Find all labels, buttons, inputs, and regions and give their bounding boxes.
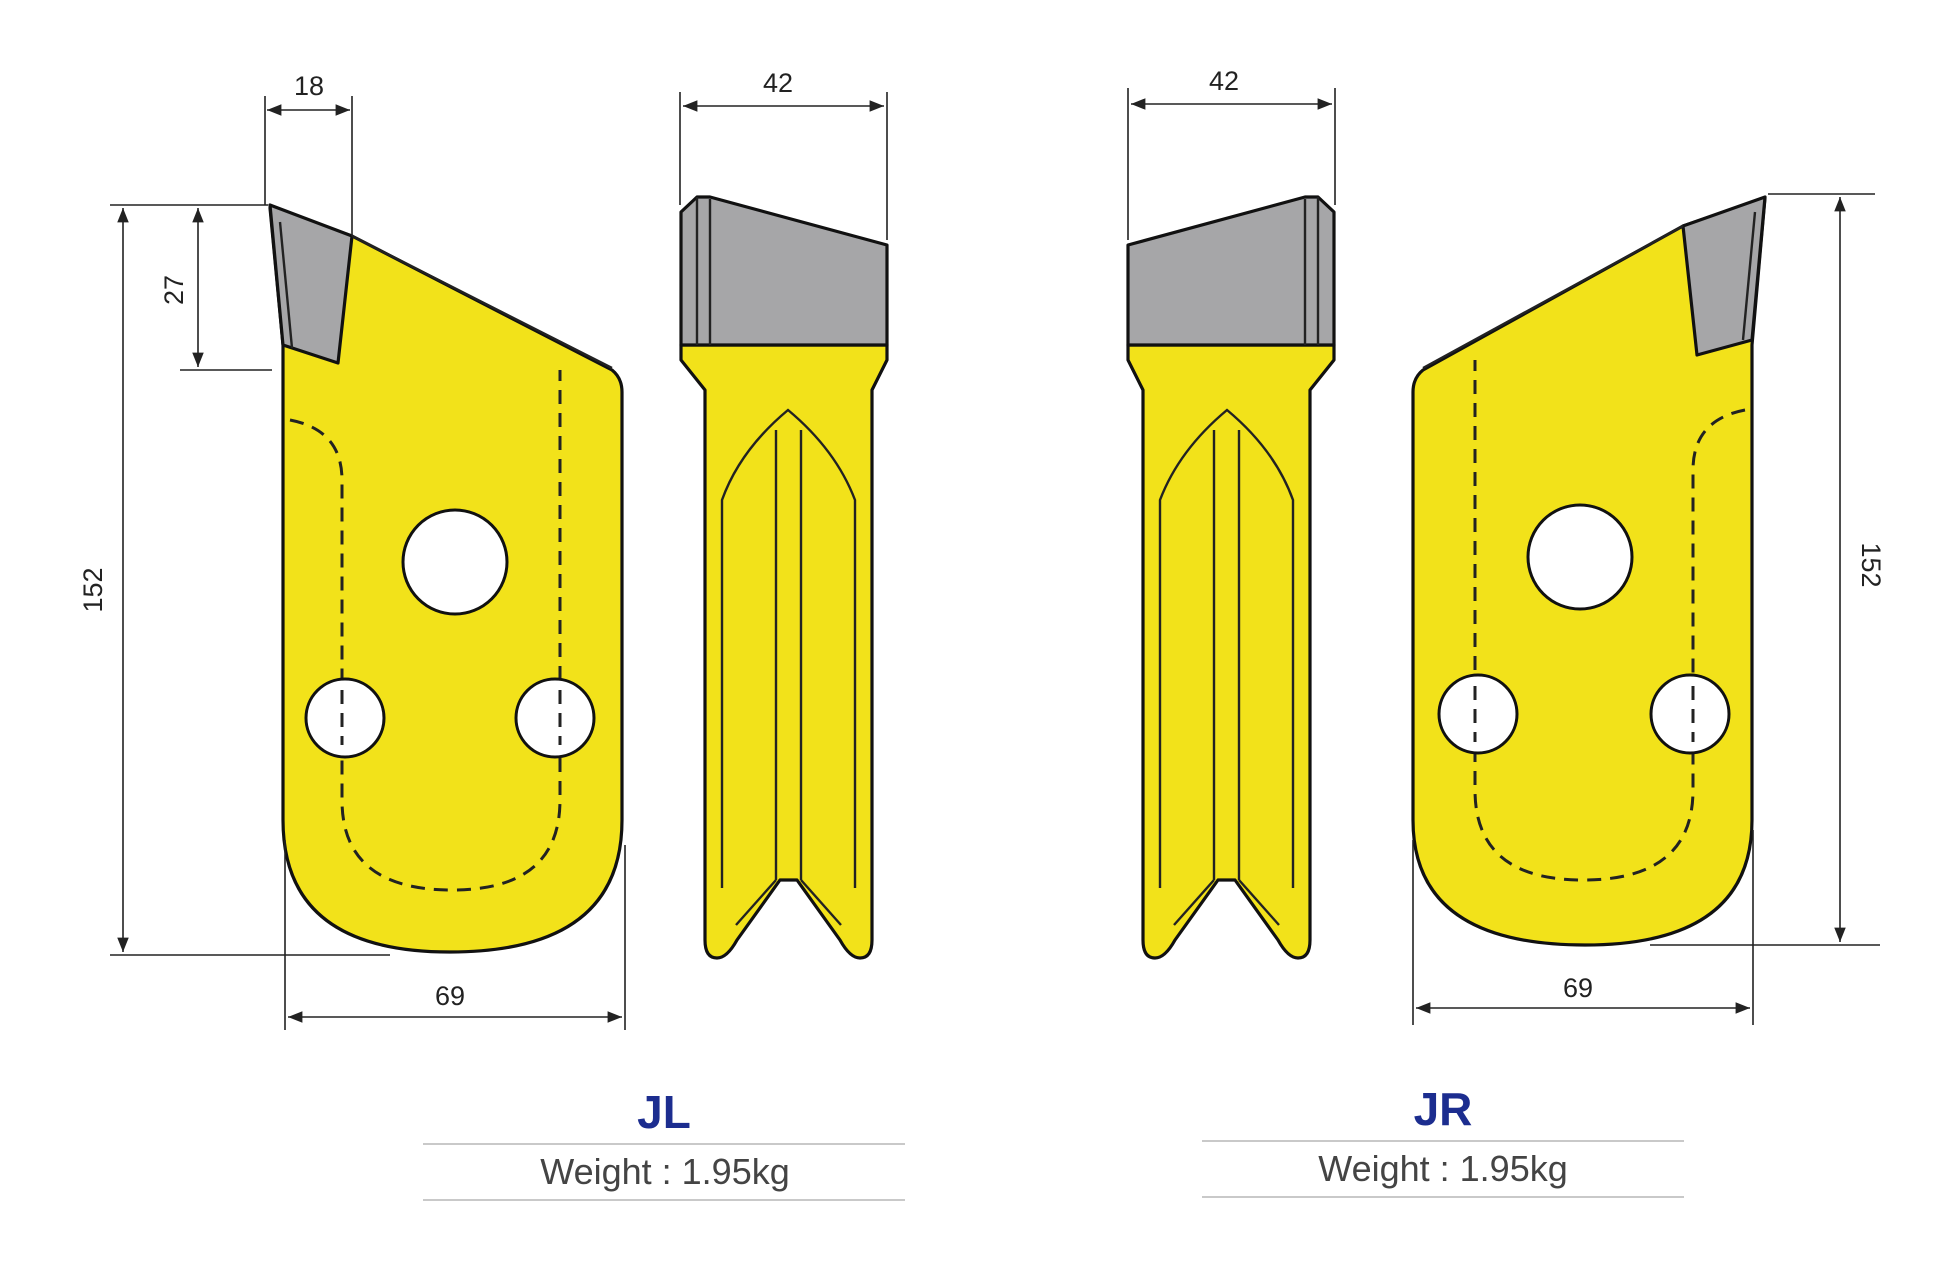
jr-weight: Weight : 1.95kg	[1318, 1148, 1568, 1189]
jr-thickness-label: 42	[1209, 66, 1239, 96]
jl-title: JL	[637, 1086, 691, 1138]
jr-overall-height-label: 152	[1856, 542, 1886, 587]
jl-side-main-hole	[401, 508, 509, 616]
jr-side-dimensions: 152 69	[1412, 193, 1886, 1025]
jl-dimensions: 18 27 152 69	[78, 71, 626, 1030]
jr-front-body	[1126, 343, 1336, 960]
jl-side-right-hole	[514, 677, 596, 759]
jl-side-view	[268, 203, 624, 954]
jl-caption: JL Weight : 1.95kg	[423, 1086, 905, 1201]
jl-side-carbide-tip	[268, 203, 354, 365]
jr-caption: JR Weight : 1.95kg	[1202, 1083, 1684, 1198]
jl-thickness-label: 42	[763, 68, 793, 98]
jr-side-left-hole	[1437, 673, 1519, 755]
jl-front-view	[679, 195, 889, 960]
jr-side-view	[1411, 195, 1767, 947]
jr-front-dimensions: 42	[1127, 66, 1336, 240]
jl-weight: Weight : 1.95kg	[540, 1151, 790, 1192]
jl-front-carbide-tip	[679, 195, 889, 347]
jr-side-carbide-tip	[1681, 195, 1767, 357]
jr-side-hidden-groove	[1473, 360, 1746, 882]
jl-tip-height-label: 27	[159, 275, 189, 305]
jl-overall-width-label: 69	[435, 981, 465, 1011]
jl-tip-width-label: 18	[294, 71, 324, 101]
jr-side-right-hole	[1649, 673, 1731, 755]
jr-front-carbide-tip	[1126, 195, 1336, 347]
jl-side-hidden-groove	[289, 370, 562, 892]
jr-overall-width-label: 69	[1563, 973, 1593, 1003]
jl-overall-height-label: 152	[78, 567, 108, 612]
jr-front-view	[1126, 195, 1336, 960]
jr-title: JR	[1414, 1083, 1473, 1135]
jl-side-left-hole	[304, 677, 386, 759]
jl-front-body	[679, 343, 889, 960]
jr-side-main-hole	[1526, 503, 1634, 611]
jl-front-dimensions: 42	[679, 68, 888, 240]
